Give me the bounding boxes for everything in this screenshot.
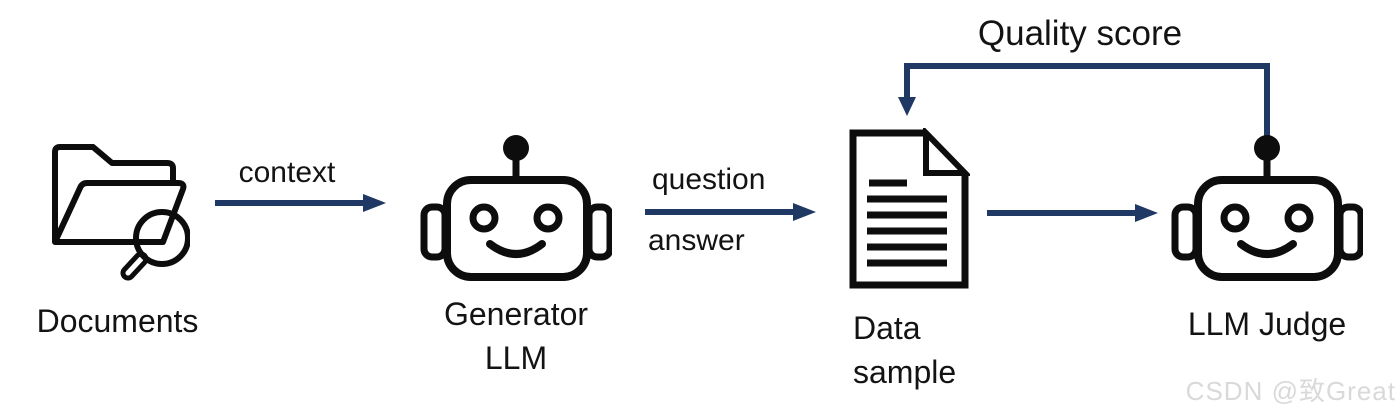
documents-label: Documents (36, 303, 199, 339)
context-arrow (215, 194, 386, 212)
data-sample-label-line1: Data (853, 310, 921, 346)
question-answer-arrow (645, 203, 816, 221)
data-sample-label-line2: sample (853, 354, 957, 390)
answer-label: answer (648, 224, 745, 257)
document-icon (849, 128, 970, 289)
folder-search-icon (52, 144, 190, 281)
context-label: context (238, 156, 336, 189)
quality-score-arrow (898, 63, 1270, 155)
judge-label: LLM Judge (1187, 306, 1347, 342)
sample-to-judge-arrow (987, 204, 1158, 222)
robot-icon (420, 135, 612, 281)
generator-label-line2: LLM (484, 340, 548, 376)
robot-icon (1171, 135, 1363, 281)
generator-label-line1: Generator (443, 296, 589, 332)
quality-score-label: Quality score (977, 14, 1183, 53)
data-sample-label: Data sample (853, 306, 956, 394)
question-label: question (652, 163, 766, 196)
watermark: CSDN @致Great (1185, 376, 1396, 406)
